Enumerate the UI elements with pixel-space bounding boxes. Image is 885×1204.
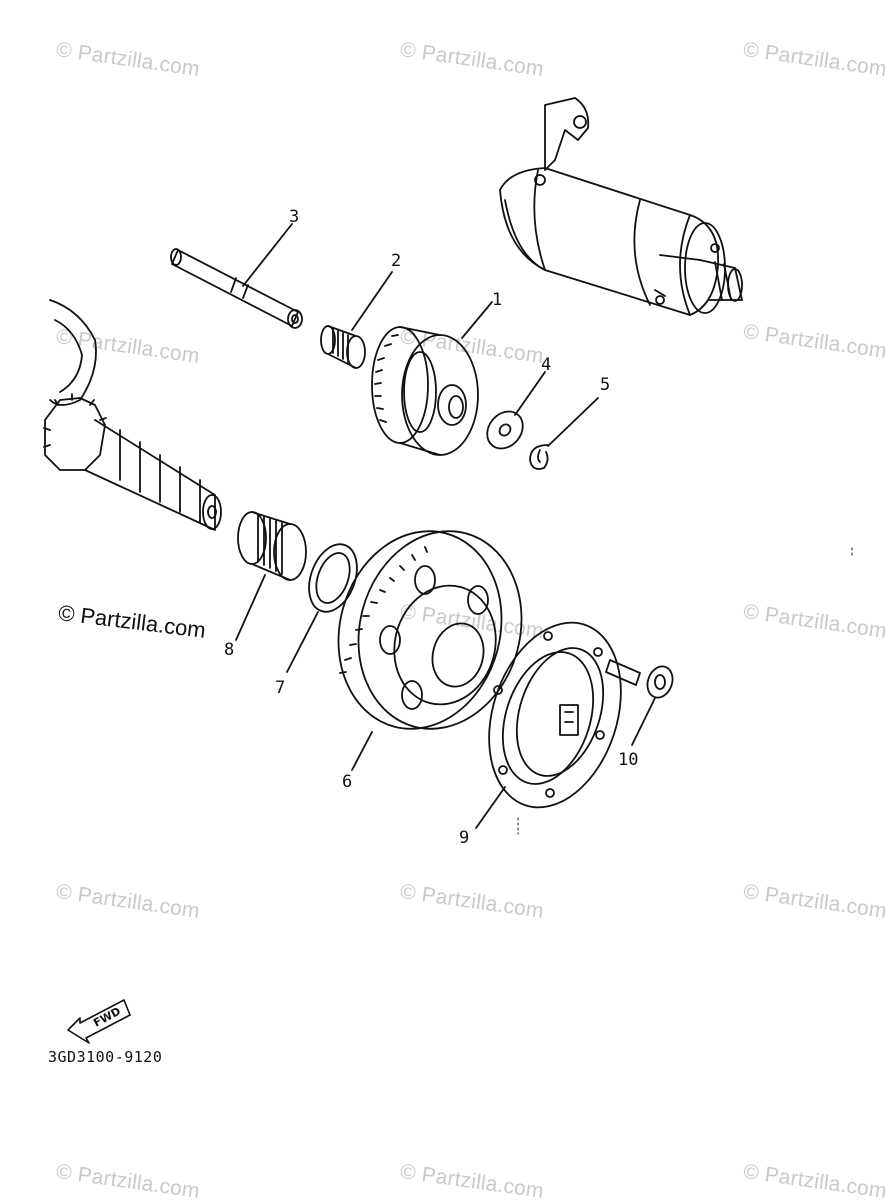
callout-7: 7 bbox=[275, 678, 286, 698]
washer-part-4 bbox=[486, 371, 546, 450]
bolt-part-10 bbox=[605, 659, 674, 746]
callout-6: 6 bbox=[342, 772, 353, 792]
fwd-arrow-icon: FWD bbox=[67, 999, 131, 1044]
crankshaft bbox=[43, 299, 222, 531]
callout-9: 9 bbox=[459, 828, 470, 848]
bearing-part-2 bbox=[320, 271, 393, 369]
diagram-code: 3GD3100-9120 bbox=[48, 1048, 163, 1066]
starter-motor bbox=[499, 97, 743, 316]
washer-part-7 bbox=[286, 543, 358, 673]
callout-4: 4 bbox=[541, 355, 552, 375]
wheel-gear-part-6 bbox=[337, 530, 523, 771]
callout-5: 5 bbox=[600, 375, 611, 395]
callout-10: 10 bbox=[618, 750, 639, 770]
circlip-part-5 bbox=[529, 397, 599, 470]
callout-2: 2 bbox=[391, 251, 402, 271]
callout-3: 3 bbox=[289, 207, 300, 227]
callout-8: 8 bbox=[224, 640, 235, 660]
shaft-part-3 bbox=[170, 223, 303, 329]
clutch-part-9 bbox=[475, 621, 622, 829]
callout-1: 1 bbox=[492, 290, 503, 310]
bearing-part-8 bbox=[235, 511, 307, 641]
idle-gear-part-1 bbox=[371, 301, 493, 456]
